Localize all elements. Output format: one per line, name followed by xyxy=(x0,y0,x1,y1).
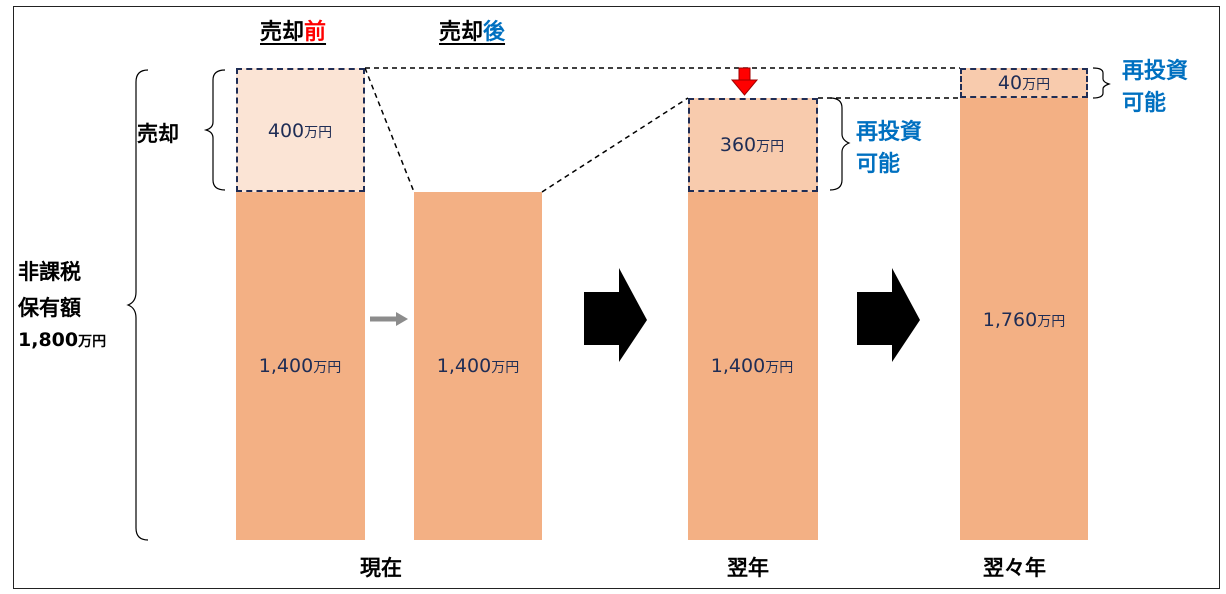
bar-year-after-reinvest-part xyxy=(960,68,1088,98)
value-unit: 万円 xyxy=(756,139,785,155)
bar-next-year-reinvest-part xyxy=(688,98,818,192)
holding-amount: 1,800万円 xyxy=(18,329,106,351)
period-now: 現在 xyxy=(360,556,402,580)
period-next-year: 翌年 xyxy=(727,556,769,580)
reinvest-label-year-after: 再投資 可能 xyxy=(1122,56,1188,120)
value-number: 1,760 xyxy=(982,309,1038,331)
reinvest-line2: 可能 xyxy=(856,152,901,177)
red-down-arrow-icon xyxy=(730,67,759,96)
bar-now-before-sell-part xyxy=(236,68,365,192)
header-after-main: 売却 xyxy=(439,20,484,45)
reinvest-line1: 再投資 xyxy=(1122,59,1189,84)
value-number: 1,400 xyxy=(258,355,314,377)
bar-year-after-base xyxy=(960,98,1088,540)
holding-amount-value: 1,800 xyxy=(18,329,79,351)
value-next-year-base: 1,400万円 xyxy=(711,355,793,377)
value-unit: 万円 xyxy=(304,125,333,141)
period-year-after: 翌々年 xyxy=(983,556,1046,580)
reinvest-line1: 再投資 xyxy=(856,120,923,145)
dashed-sell-diagonal xyxy=(364,67,415,193)
reinvest-line2: 可能 xyxy=(1122,91,1167,116)
value-number: 1,400 xyxy=(436,355,492,377)
value-number: 400 xyxy=(267,120,305,142)
sell-label: 売却 xyxy=(137,122,179,146)
value-unit: 万円 xyxy=(1037,314,1066,330)
holding-amount-unit: 万円 xyxy=(78,334,107,350)
gray-arrow-icon xyxy=(370,312,408,326)
diagram-frame xyxy=(13,6,1220,589)
value-now-after: 1,400万円 xyxy=(437,355,519,377)
sell-brace xyxy=(203,69,226,191)
header-before-accent: 前 xyxy=(304,20,327,45)
black-arrow-icon xyxy=(584,268,647,362)
value-year-after-base: 1,760万円 xyxy=(983,309,1065,331)
value-now-before-sell: 400万円 xyxy=(268,120,332,142)
header-before-sell: 売却前 xyxy=(260,14,326,46)
value-year-after-reinvest: 40万円 xyxy=(998,72,1050,94)
reinvest-brace-year-after xyxy=(1092,67,1111,99)
value-number: 40 xyxy=(997,72,1023,94)
bar-now-after xyxy=(414,192,542,540)
bar-next-year-base xyxy=(688,192,818,540)
value-now-before-base: 1,400万円 xyxy=(259,355,341,377)
value-unit: 万円 xyxy=(1022,77,1051,93)
dashed-next-year-diagonal xyxy=(541,97,689,193)
holding-label-line1: 非課税 xyxy=(18,260,81,284)
header-before-main: 売却 xyxy=(260,20,305,45)
value-number: 360 xyxy=(719,134,757,156)
value-unit: 万円 xyxy=(765,360,794,376)
header-after-sell: 売却後 xyxy=(439,14,505,46)
value-next-year-reinvest: 360万円 xyxy=(720,134,784,156)
holding-brace xyxy=(126,69,149,541)
header-after-accent: 後 xyxy=(483,20,506,45)
reinvest-brace-next-year xyxy=(829,97,851,191)
value-unit: 万円 xyxy=(491,360,520,376)
holding-label-line2: 保有額 xyxy=(18,296,81,320)
value-number: 1,400 xyxy=(710,355,766,377)
reinvest-label-next-year: 再投資 可能 xyxy=(856,117,922,181)
bar-now-before-base xyxy=(236,192,365,540)
black-arrow-icon xyxy=(857,268,920,362)
value-unit: 万円 xyxy=(313,360,342,376)
